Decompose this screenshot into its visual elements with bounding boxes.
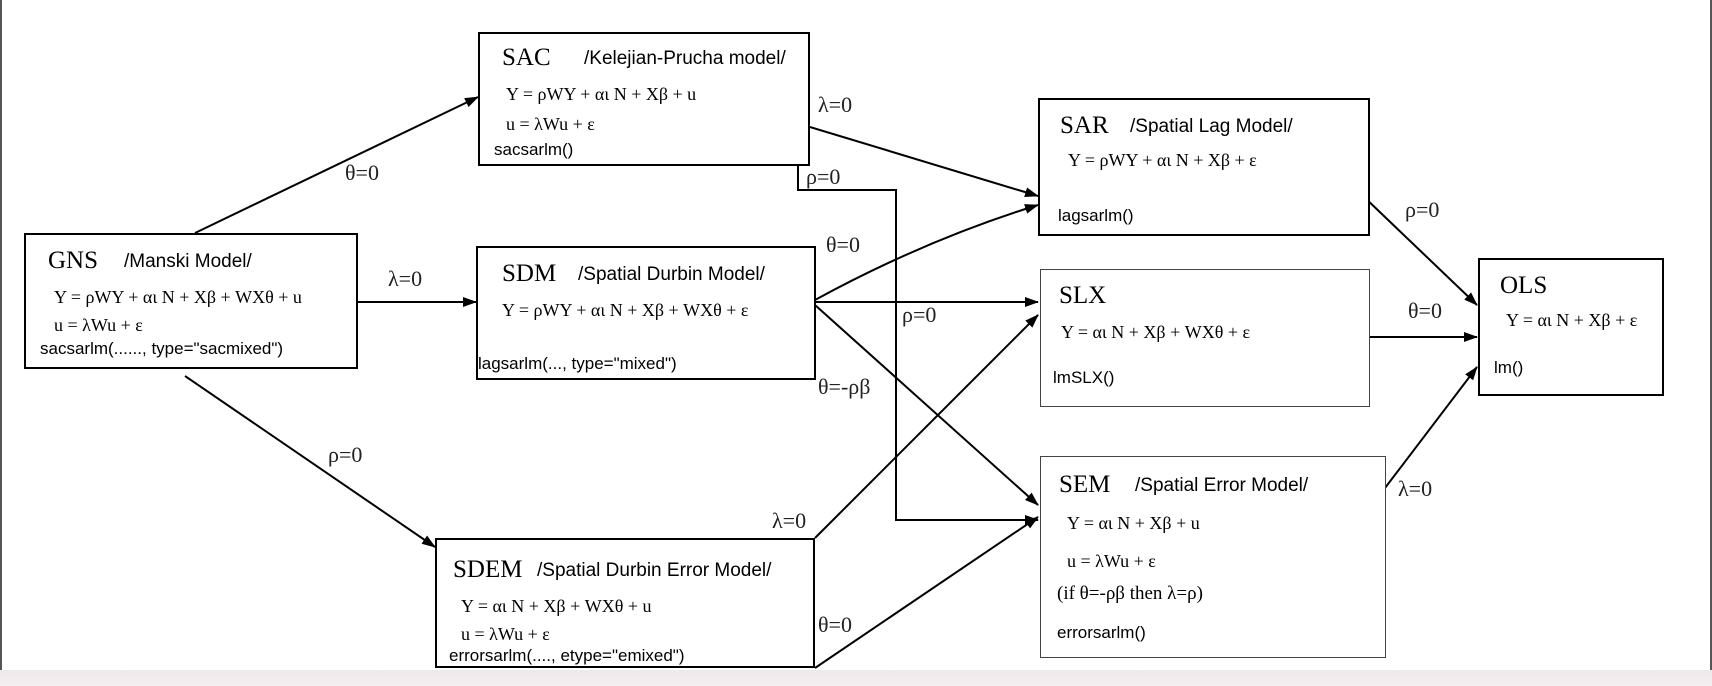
edge-sac-sem <box>797 166 1039 525</box>
edge-label-sdem-slx: λ=0 <box>772 508 807 533</box>
edge-sdem-sem <box>814 516 1039 669</box>
node-name: /Kelejian-Prucha model/ <box>584 48 786 69</box>
edge-label-sar-ols: ρ=0 <box>1405 197 1440 222</box>
edge-sdem-slx <box>814 314 1039 539</box>
node-name: /Spatial Lag Model/ <box>1130 116 1293 137</box>
edge-label-slx-ols: θ=0 <box>1408 298 1442 323</box>
node-name: /Spatial Durbin Error Model/ <box>537 560 772 581</box>
node-abbr: SDM <box>502 260 557 287</box>
node-function: errorsarlm(...., etype="emixed") <box>449 646 685 665</box>
node-abbr: OLS <box>1500 272 1548 299</box>
bottom-strip <box>0 670 1712 686</box>
edge-label-sem-ols: λ=0 <box>1398 476 1433 501</box>
node-equation: Y = ρWY + αι N + Xβ + u <box>506 84 697 104</box>
node-abbr: GNS <box>48 247 99 274</box>
edge-gns-sac <box>194 96 479 234</box>
node-abbr: SAR <box>1060 112 1109 139</box>
node-equation: u = λWu + ε <box>1067 551 1156 571</box>
edge-label-sdm-slx: ρ=0 <box>902 302 937 327</box>
node-slx: SLX Y = αι N + Xβ + WXθ + ε lmSLX() <box>1040 269 1370 407</box>
node-name: /Spatial Error Model/ <box>1135 475 1309 496</box>
node-abbr: SLX <box>1059 282 1107 309</box>
node-sar: SAR /Spatial Lag Model/ Y = ρWY + αι N +… <box>1038 98 1370 236</box>
node-equation: Y = ρWY + αι N + Xβ + WXθ + u <box>54 287 302 307</box>
node-note: (if θ=-ρβ then λ=ρ) <box>1057 583 1203 604</box>
node-abbr: SEM <box>1059 471 1111 498</box>
edge-sdm-sar <box>814 204 1039 301</box>
edge-sar-ols <box>1361 194 1478 306</box>
edge-label-gns-sac: θ=0 <box>345 160 379 185</box>
node-function: lagsarlm() <box>1058 206 1134 225</box>
node-abbr: SDEM <box>453 556 523 583</box>
edge-sac-sar <box>809 126 1039 198</box>
node-function: lm() <box>1494 358 1524 377</box>
node-abbr: SAC <box>502 44 551 71</box>
node-equation: Y = ρWY + αι N + Xβ + ε <box>1068 150 1257 170</box>
node-sdem: SDEM /Spatial Durbin Error Model/ Y = αι… <box>435 538 815 668</box>
node-equation: Y = ρWY + αι N + Xβ + WXθ + ε <box>502 300 749 320</box>
edge-label-sac-sar: λ=0 <box>818 92 853 117</box>
edge-label-gns-sdem: ρ=0 <box>328 442 363 467</box>
node-sem: SEM /Spatial Error Model/ Y = αι N + Xβ … <box>1040 456 1386 658</box>
edge-sem-ols <box>1384 366 1478 489</box>
node-name: /Spatial Durbin Model/ <box>578 264 765 285</box>
edge-label-gns-sdm: λ=0 <box>388 266 423 291</box>
edge-label-sac-sem: ρ=0 <box>806 164 841 189</box>
node-function: errorsarlm() <box>1057 623 1146 642</box>
node-equation: u = λWu + ε <box>506 114 595 134</box>
node-equation: Y = αι N + Xβ + u <box>1067 513 1200 533</box>
node-equation: Y = αι N + Xβ + WXθ + u <box>461 596 652 616</box>
node-equation: Y = αι N + Xβ + WXθ + ε <box>1061 322 1251 342</box>
node-equation: u = λWu + ε <box>54 315 143 335</box>
node-ols: OLS Y = αι N + Xβ + ε lm() <box>1478 258 1664 396</box>
node-name: /Manski Model/ <box>124 251 252 272</box>
edge-label-sdm-sar: θ=0 <box>826 232 860 257</box>
edge-label-sdem-sem: θ=0 <box>818 612 852 637</box>
edge-label-sdm-sem: θ=-ρβ <box>818 374 871 399</box>
node-sac: SAC /Kelejian-Prucha model/ Y = ρWY + αι… <box>478 32 810 166</box>
node-function: lmSLX() <box>1053 368 1115 387</box>
node-gns: GNS /Manski Model/ Y = ρWY + αι N + Xβ +… <box>24 233 358 369</box>
edge-sdm-sem <box>814 304 1039 506</box>
node-function: sacsarlm() <box>494 140 574 159</box>
node-sdm: SDM /Spatial Durbin Model/ Y = ρWY + αι … <box>476 246 816 380</box>
node-function: sacsarlm(......, type="sacmixed") <box>40 339 284 358</box>
node-equation: u = λWu + ε <box>461 624 550 644</box>
node-function: lagsarlm(..., type="mixed") <box>478 354 677 373</box>
diagram-frame <box>0 0 1712 670</box>
node-equation: Y = αι N + Xβ + ε <box>1506 310 1638 330</box>
edge-gns-sdem <box>184 375 436 548</box>
